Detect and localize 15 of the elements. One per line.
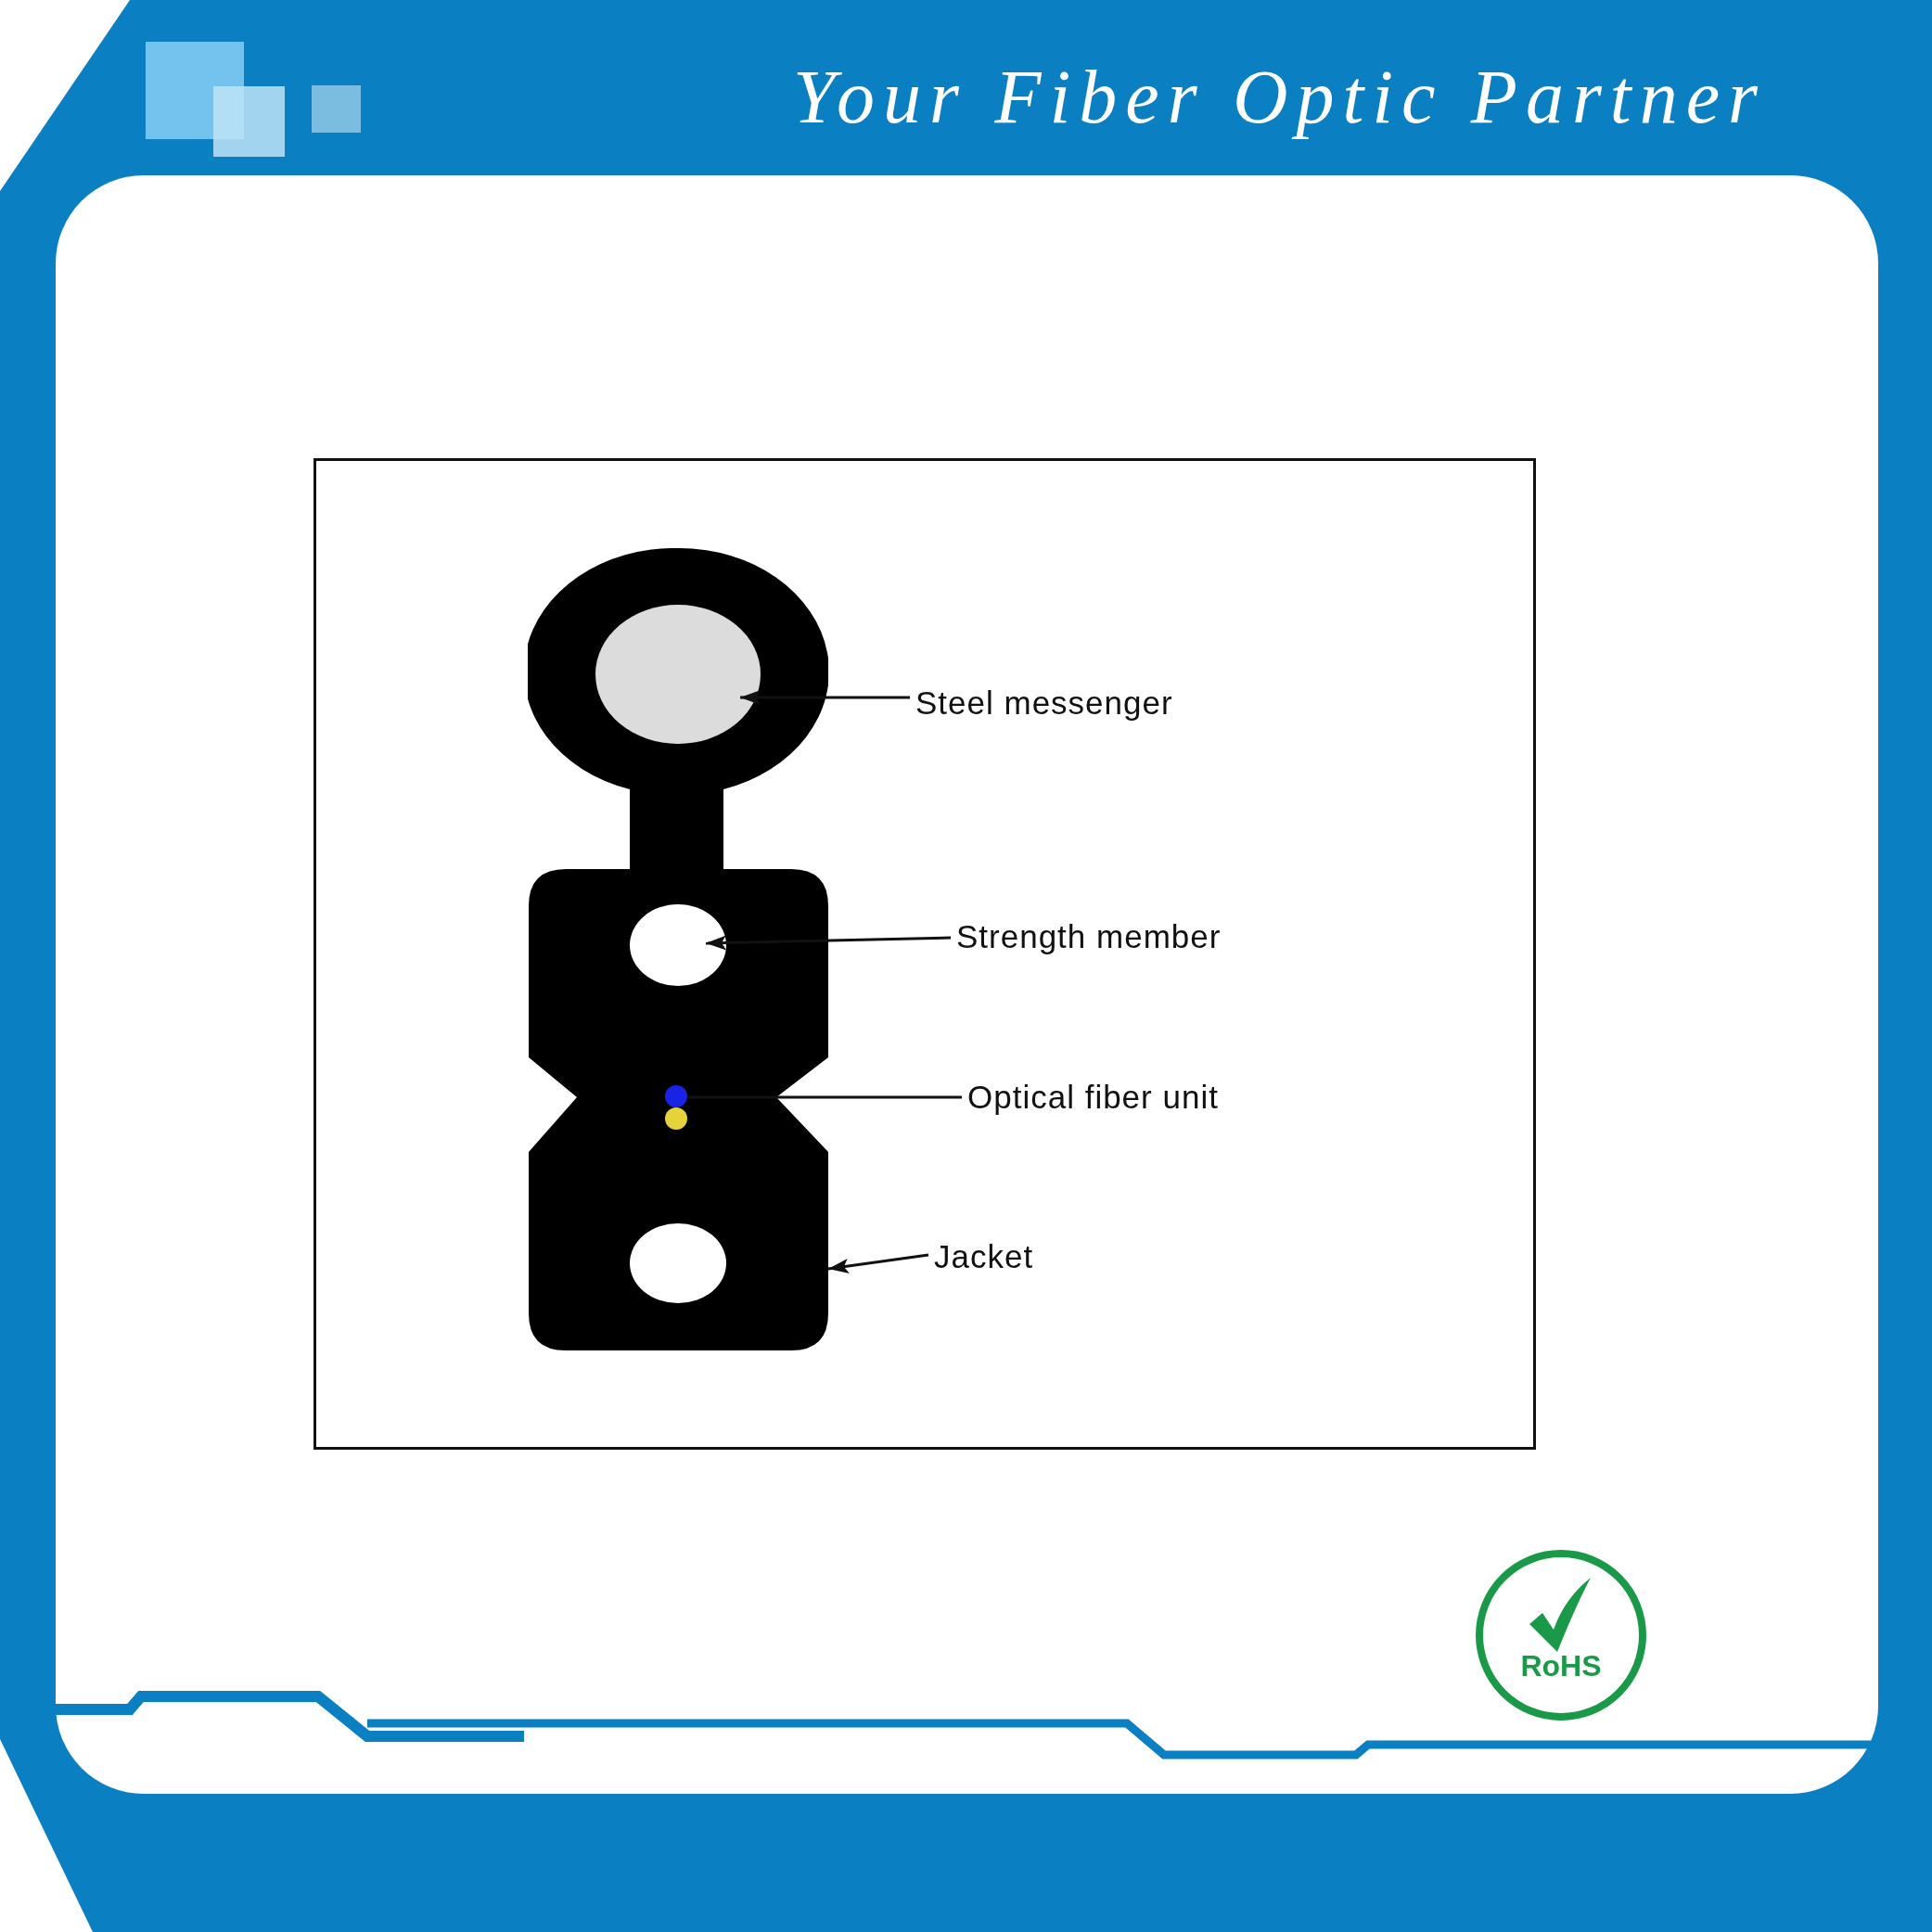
seal-text: RoHS — [1520, 1650, 1602, 1682]
callout-label: Strength member — [956, 918, 1222, 955]
leader-arrow — [827, 1253, 929, 1273]
cable-jacket — [528, 548, 828, 1350]
steel-messenger — [595, 605, 761, 744]
callout-label: Optical fiber unit — [967, 1079, 1219, 1116]
leader-line — [688, 1095, 962, 1099]
strength-member — [630, 904, 726, 986]
callout-label: Steel messenger — [915, 685, 1173, 722]
leader-arrow — [705, 935, 952, 951]
strength-member — [630, 1223, 726, 1303]
optical-fiber-unit — [664, 1084, 688, 1131]
callout-label: Jacket — [934, 1238, 1034, 1275]
tagline-text: Your Fiber Optic Partner — [793, 54, 1766, 141]
leader-arrow — [740, 690, 910, 705]
